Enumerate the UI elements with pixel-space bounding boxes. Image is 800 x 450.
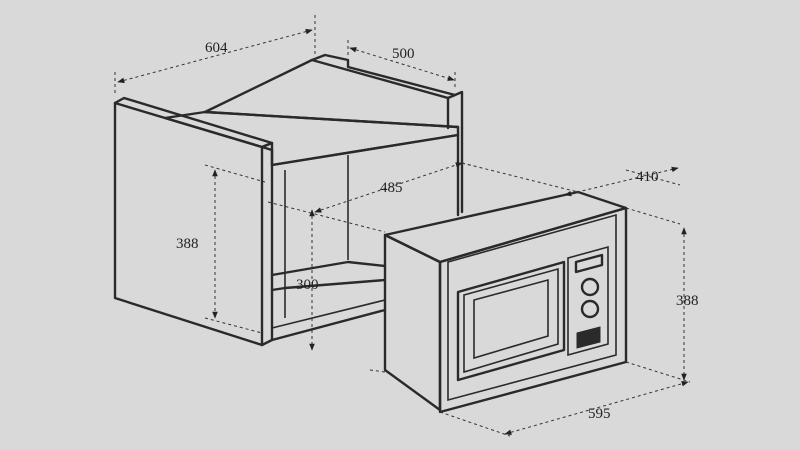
oven-front-inner bbox=[447, 213, 617, 402]
dim-label-oven-height: 388 bbox=[676, 293, 699, 309]
cabinet-back-rail bbox=[203, 53, 464, 130]
dim-line-500 bbox=[349, 47, 455, 81]
dim-line-485 bbox=[314, 162, 463, 213]
oven-side-face bbox=[383, 233, 442, 412]
dim-line-595 bbox=[504, 381, 689, 435]
oven-control-panel bbox=[567, 245, 609, 357]
cabinet bbox=[113, 53, 464, 347]
dim-line-410 bbox=[564, 166, 679, 197]
oven-display bbox=[574, 253, 604, 274]
oven-knob-top bbox=[580, 277, 600, 297]
oven-window bbox=[456, 260, 566, 382]
dim-label-cabinet-width: 604 bbox=[205, 40, 228, 56]
dim-label-niche-height: 300 bbox=[296, 277, 319, 293]
built-in-oven bbox=[383, 190, 628, 414]
dim-label-oven-depth: 410 bbox=[636, 169, 659, 185]
oven-knob-bottom bbox=[580, 299, 600, 319]
dimension-lines bbox=[114, 15, 691, 437]
oven-button bbox=[576, 326, 601, 349]
dim-label-cabinet-depth: 500 bbox=[392, 46, 415, 62]
dim-label-oven-width: 595 bbox=[588, 406, 611, 422]
dim-label-cabinet-height: 388 bbox=[176, 236, 199, 252]
cabinet-left-front-edge bbox=[260, 141, 274, 347]
dim-label-niche-depth: 485 bbox=[380, 180, 403, 196]
cabinet-niche-floor bbox=[270, 260, 387, 277]
cabinet-top-shelf bbox=[163, 110, 460, 167]
cabinet-left-top-edge bbox=[113, 96, 274, 149]
